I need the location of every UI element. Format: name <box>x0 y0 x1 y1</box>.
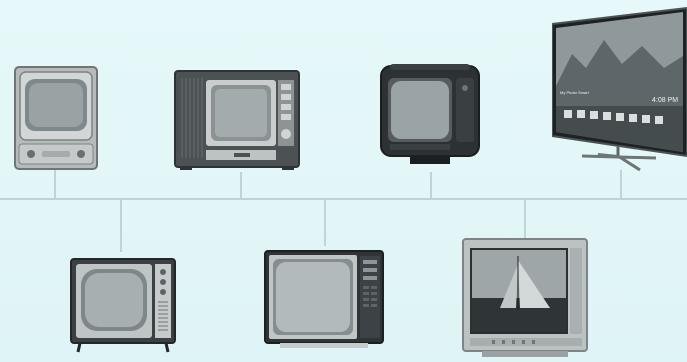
tv-2000s-icon <box>462 238 588 358</box>
timeline-tick <box>54 170 56 198</box>
tv-1980s-icon <box>380 62 480 168</box>
timeline-tick <box>620 170 622 198</box>
smart-tv-icon: 4:08 PM My Photo Smart <box>552 6 687 172</box>
smart-tv-menu-label: My Photo Smart <box>560 90 590 95</box>
tv-1980s-color-icon <box>264 250 384 350</box>
tv-1960s-icon <box>70 258 176 354</box>
timeline-tick <box>430 172 432 198</box>
smart-tv-clock: 4:08 PM <box>652 97 678 104</box>
timeline-tick <box>120 200 122 252</box>
timeline-line <box>0 198 687 200</box>
tv-1970s-icon <box>174 70 300 170</box>
tv-1950s-icon <box>14 66 98 170</box>
timeline-tick <box>524 200 526 238</box>
timeline-tick <box>240 172 242 198</box>
timeline-tick <box>324 200 326 246</box>
